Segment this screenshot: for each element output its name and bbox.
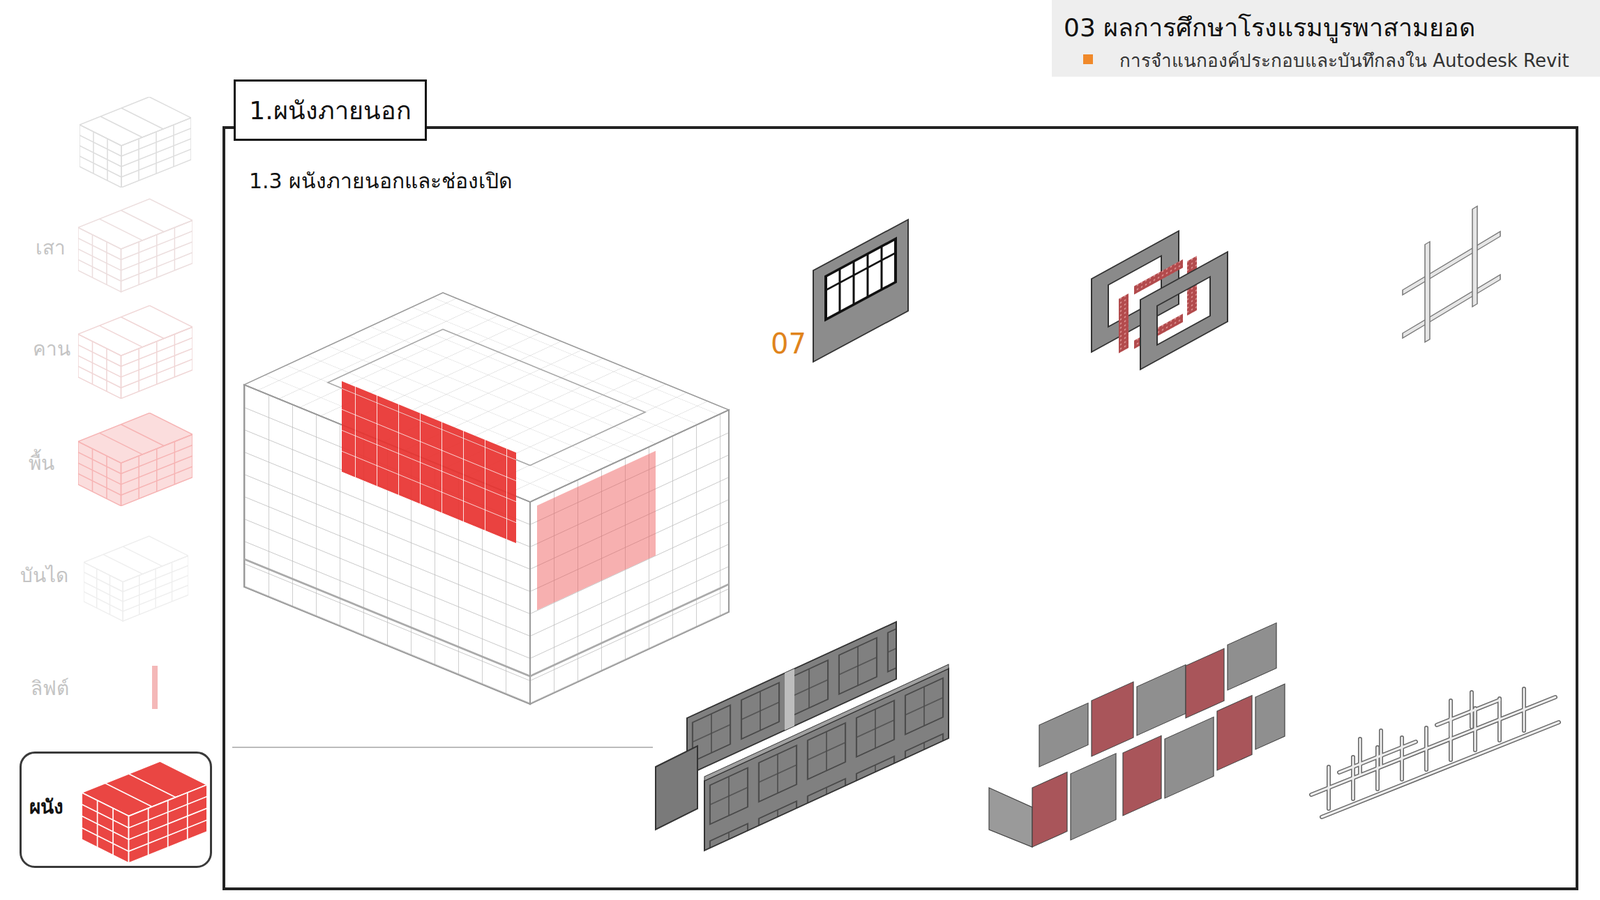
- exploded-panels-part: [1185, 648, 1225, 719]
- building-wireframe-part: [530, 410, 729, 705]
- grid-frame: [1402, 192, 1501, 356]
- line-grid: [1311, 689, 1559, 818]
- building-wireframe: [244, 292, 729, 705]
- grid-frame-part: [1472, 206, 1478, 307]
- exploded-panels-part: [1136, 665, 1186, 737]
- sidebar-icons-part: [152, 666, 158, 710]
- exploded-panels-part-part: [1091, 682, 1134, 757]
- sidebar-label: บันได: [20, 562, 69, 590]
- exploded-panels-part-part: [1185, 648, 1225, 719]
- sidebar-icons-part: [83, 536, 189, 622]
- exploded-frames-part-part: [1140, 251, 1228, 370]
- sidebar-label: ลิฟต์: [30, 675, 70, 703]
- exploded-panels-part: [1070, 753, 1116, 841]
- sidebar-label: พื้น: [28, 450, 55, 478]
- selected-category-box: ผนัง: [19, 751, 213, 869]
- building-wireframe-part-part: [341, 381, 517, 545]
- line-grid-part: [1311, 689, 1559, 818]
- exploded-panels-part: [1032, 772, 1068, 849]
- line-grid-part-part: [1328, 689, 1524, 810]
- bullet-square: [1083, 54, 1093, 65]
- node-text: 1.3 ผนังภายนอกและช่องเปิด: [248, 166, 1576, 196]
- exploded-panels-part-part: [1070, 753, 1116, 841]
- exploded-panels-part-part: [1122, 735, 1162, 817]
- section-tab: 1.ผนังภายนอก: [233, 79, 427, 141]
- exploded-panels-part: [1217, 696, 1252, 772]
- building-wireframe-part: [341, 381, 517, 545]
- exploded-panels: [989, 623, 1285, 849]
- node-text: ผนัง: [29, 794, 210, 821]
- exploded-frames: [1091, 230, 1228, 370]
- exploded-panels-part: [1227, 623, 1277, 692]
- building-wireframe-part: [537, 451, 656, 611]
- exploded-frames-part-part: [1118, 293, 1129, 354]
- sidebar-icons-part: [78, 198, 193, 292]
- building-wireframe-part-part: [537, 451, 656, 611]
- sidebar-label: เสา: [35, 235, 66, 262]
- exploded-panels-part: [1039, 703, 1089, 768]
- sidebar-icons-part: [81, 761, 208, 864]
- slide-title: 03 ผลการศึกษาโรงแรมบูรพาสามยอด: [1063, 11, 1476, 45]
- exploded-panels-part: [1091, 682, 1134, 757]
- exploded-panels-part-part: [1217, 696, 1252, 772]
- wall-panel-window-part: [825, 239, 896, 321]
- sidebar-label: คาน: [32, 336, 71, 363]
- exploded-panels-part: [1164, 717, 1214, 800]
- exploded-panels-part-part: [1039, 703, 1089, 768]
- wall-assembly: [655, 622, 949, 851]
- exploded-panels-part-part: [1227, 623, 1277, 692]
- sidebar-icons-part: [78, 412, 193, 506]
- exploded-panels-part-part: [1255, 684, 1285, 750]
- exploded-panels-part: [1122, 735, 1162, 817]
- exploded-panels-part-part: [1164, 717, 1214, 800]
- sidebar-icons-part: [78, 305, 193, 399]
- divider-line: [232, 746, 653, 749]
- building-wireframe-part-part: [244, 559, 531, 677]
- wall-assembly-part-part: [784, 668, 795, 731]
- wall-assembly-part: [655, 746, 698, 830]
- line-grid-part-part: [1311, 697, 1559, 818]
- exploded-panels-part-part: [1032, 772, 1068, 849]
- building-wireframe-part-part: [530, 410, 729, 705]
- exploded-frames-part: [1140, 251, 1228, 370]
- wall-panel-window-part: [813, 219, 909, 362]
- node-text: 1.ผนังภายนอก: [248, 93, 411, 128]
- line-grid-part: [1311, 689, 1559, 818]
- sidebar-icons: [78, 96, 208, 864]
- line-grid-part-part: [1360, 692, 1472, 775]
- exploded-panels-part: [1255, 684, 1285, 750]
- wall-panel-window: [813, 219, 909, 362]
- wall-assembly-part-part: [704, 664, 949, 782]
- exploded-panels-part: [989, 788, 1033, 848]
- line-grid-part-part: [1311, 697, 1559, 818]
- callout-number: 07: [770, 325, 807, 363]
- sidebar-icons-part: [79, 96, 192, 188]
- wall-panel-window-part: [825, 239, 896, 321]
- exploded-panels-part-part: [1136, 665, 1186, 737]
- wall-assembly-part: [704, 664, 949, 851]
- subtitle: การจำแนกองค์ประกอบและบันทึกลงใน Autodesk…: [1119, 48, 1570, 74]
- section-frame: 1.3 ผนังภายนอกและช่องเปิด: [222, 126, 1579, 891]
- grid-frame-part: [1424, 242, 1430, 343]
- grid-frame-part: [1402, 274, 1501, 339]
